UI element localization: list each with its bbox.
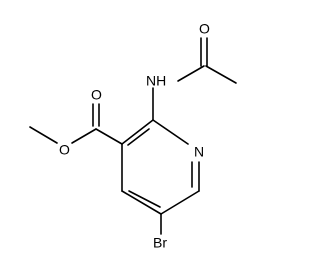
bond-ring-c2-n1 xyxy=(152,119,189,145)
bond-ring-inner-c4-c5 xyxy=(128,190,161,208)
bond-amide-carbonyl-methyl xyxy=(205,65,237,84)
atom-label-ring-nitrogen: N xyxy=(194,144,204,160)
bond-ring-c3-c2 xyxy=(121,119,154,145)
bond-o-methyl xyxy=(29,126,58,144)
chemical-structure: O NH N O O Br xyxy=(29,21,237,251)
bond-ester-single-o xyxy=(71,128,97,144)
bond-ring-inner-c2-c3 xyxy=(127,128,150,146)
atom-label-bromine: Br xyxy=(153,235,167,251)
bond-carbonyl-nh xyxy=(177,65,205,82)
atom-label-amide-nitrogen: NH xyxy=(146,73,166,89)
bond-ring-ester-carbon xyxy=(95,128,123,145)
bond-ring-c5-c4 xyxy=(121,190,162,215)
bond-ring-c6-c5 xyxy=(160,190,200,215)
atom-label-ester-oxygen-single: O xyxy=(59,142,70,158)
atom-label-ester-oxygen-double: O xyxy=(91,87,102,103)
atom-label-carbonyl-oxygen: O xyxy=(199,21,210,37)
